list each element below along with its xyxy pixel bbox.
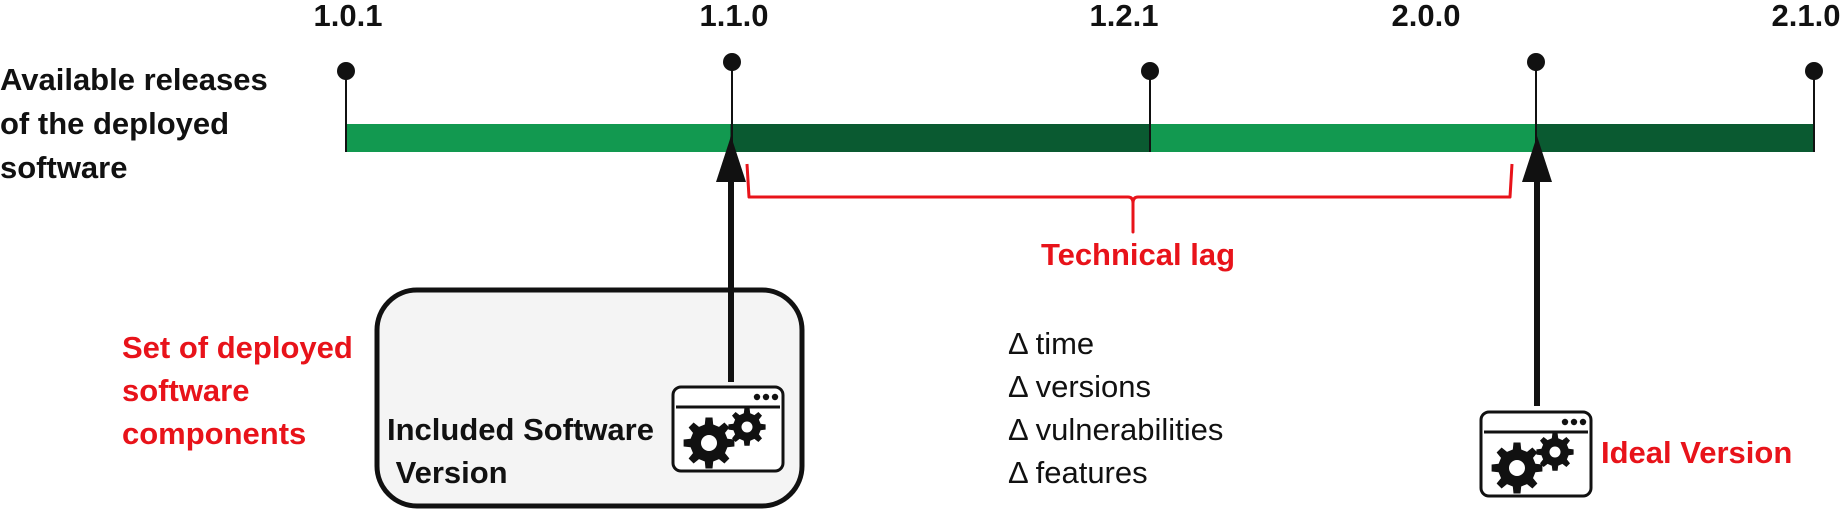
release-marker-3: [1141, 62, 1159, 152]
set-label-line-3: components: [122, 416, 306, 451]
release-marker-4: [1527, 53, 1545, 152]
delta-vulnerabilities: Δ vulnerabilities: [1008, 412, 1223, 447]
releases-title-line-1: Available releases: [0, 62, 268, 97]
release-marker-2: [723, 53, 741, 152]
included-label-line-2: Version: [387, 455, 508, 490]
timeline-segment-2: [730, 124, 1150, 152]
timeline-segment-4: [1536, 124, 1814, 152]
technical-lag-brace: [745, 163, 1514, 234]
timeline-segment-1: [346, 124, 730, 152]
set-label-line-2: software: [122, 373, 249, 408]
version-label-1: 1.0.1: [314, 0, 383, 33]
releases-title-line-3: software: [0, 150, 127, 185]
delta-time: Δ time: [1008, 326, 1094, 361]
version-label-3: 1.2.1: [1090, 0, 1159, 33]
technical-lag-label: Technical lag: [1041, 237, 1235, 272]
gears-window-icon: [673, 387, 783, 471]
gears-window-icon: [1481, 412, 1591, 496]
version-label-4: 2.0.0: [1392, 0, 1461, 33]
timeline-segment-3: [1150, 124, 1536, 152]
ideal-version-arrow: [1522, 136, 1552, 406]
delta-versions: Δ versions: [1008, 369, 1151, 404]
release-marker-5: [1805, 62, 1823, 152]
set-label-line-1: Set of deployed: [122, 330, 353, 365]
included-label-line-1: Included Software: [387, 412, 654, 447]
release-marker-1: [337, 62, 355, 152]
version-label-5: 2.1.0: [1772, 0, 1841, 33]
included-version-arrow: [716, 136, 746, 382]
version-label-2: 1.1.0: [700, 0, 769, 33]
delta-features: Δ features: [1008, 455, 1148, 490]
ideal-version-label: Ideal Version: [1601, 435, 1792, 470]
releases-title-line-2: of the deployed: [0, 106, 229, 141]
